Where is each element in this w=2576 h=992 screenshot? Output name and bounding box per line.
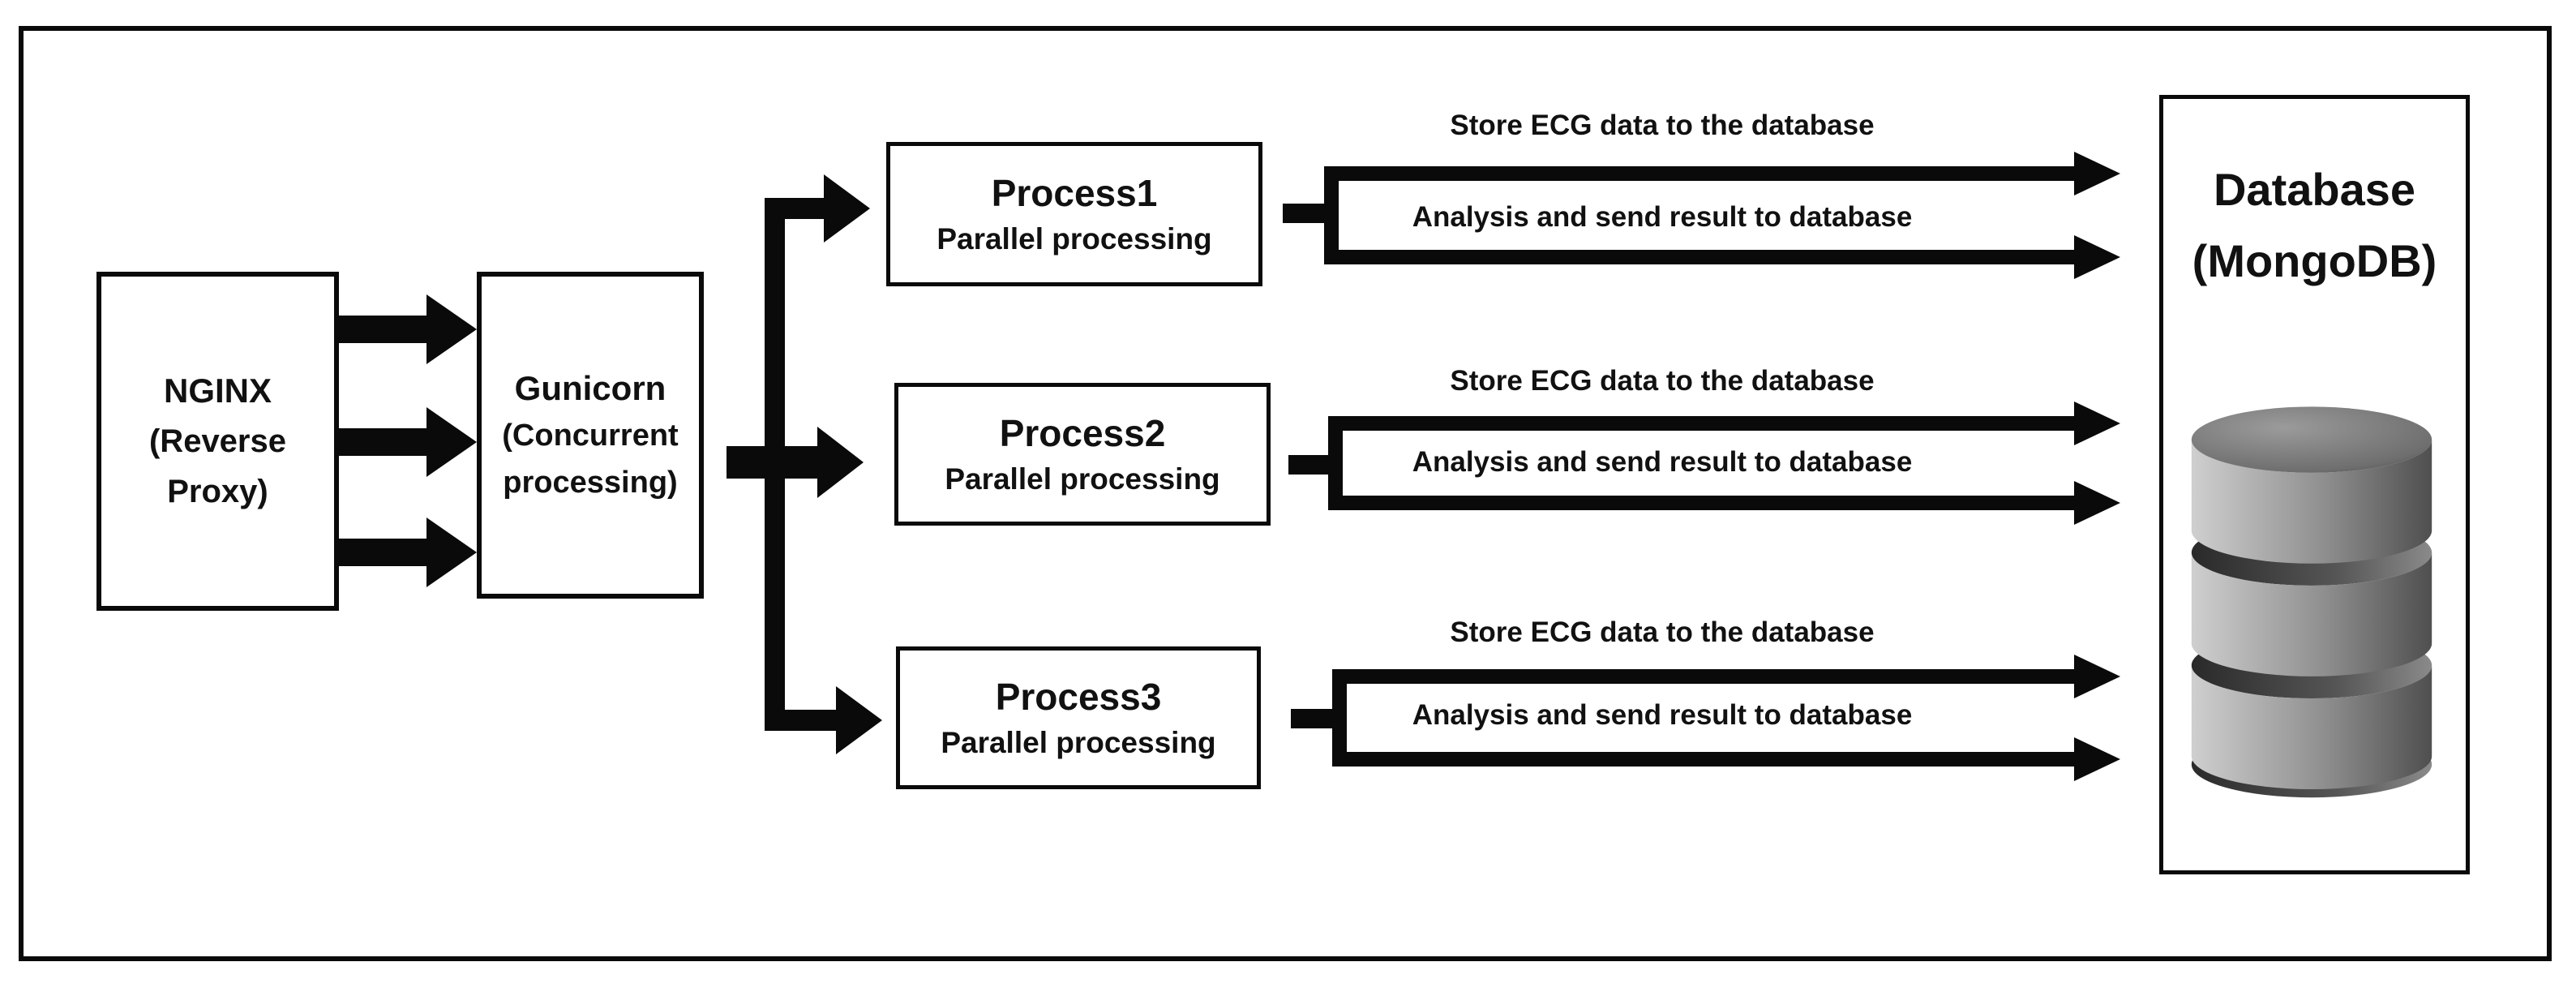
process3-store-arrow-head xyxy=(2074,655,2120,698)
branch-to-process1-shaft xyxy=(765,198,824,219)
database-title-block: Database (MongoDB) xyxy=(2159,154,2470,297)
process1-analysis-label: Analysis and send result to database xyxy=(1412,201,1913,233)
nginx-gunicorn-arrow-3-head xyxy=(426,517,477,587)
process1-title: Process1 xyxy=(991,172,1158,214)
gunicorn-node: Gunicorn (Concurrent processing) xyxy=(477,272,704,599)
process1-store-arrow-shaft xyxy=(1324,166,2074,181)
process2-store-arrow-shaft xyxy=(1328,416,2074,431)
process2-store-arrow-head xyxy=(2074,402,2120,445)
diagram-border xyxy=(19,26,2552,961)
nginx-gunicorn-arrow-1-shaft xyxy=(337,316,428,343)
branch-to-process3-head xyxy=(836,686,882,754)
branch-to-process3-shaft xyxy=(765,710,836,731)
process3-analysis-label: Analysis and send result to database xyxy=(1412,699,1913,731)
fanout-trunk-line xyxy=(765,198,785,731)
process3-bracket xyxy=(1332,669,1347,767)
process2-analysis-label: Analysis and send result to database xyxy=(1412,446,1913,478)
process1-store-label: Store ECG data to the database xyxy=(1450,110,1875,141)
process1-node: Process1 Parallel processing xyxy=(886,142,1262,286)
gunicorn-subtitle-line1: (Concurrent xyxy=(502,418,679,453)
process3-analysis-arrow-head xyxy=(2074,737,2120,781)
nginx-gunicorn-arrow-3-shaft xyxy=(337,539,428,566)
process3-analysis-arrow-shaft xyxy=(1332,752,2074,767)
process2-analysis-arrow-shaft xyxy=(1328,496,2074,510)
process2-store-label: Store ECG data to the database xyxy=(1450,365,1875,397)
nginx-gunicorn-arrow-2-head xyxy=(426,407,477,477)
process2-connector-stub xyxy=(1288,455,1328,475)
process1-analysis-arrow-head xyxy=(2074,235,2120,279)
process2-analysis-arrow-head xyxy=(2074,481,2120,525)
nginx-subtitle-line1: (Reverse xyxy=(148,423,286,459)
nginx-node: NGINX (Reverse Proxy) xyxy=(96,272,339,611)
process3-title: Process3 xyxy=(995,676,1162,718)
process3-subtitle: Parallel processing xyxy=(941,726,1216,759)
process3-store-arrow-shaft xyxy=(1332,669,2074,684)
process3-connector-stub xyxy=(1291,709,1332,728)
gunicorn-subtitle-line2: processing) xyxy=(503,465,678,500)
process2-subtitle: Parallel processing xyxy=(945,462,1220,496)
process1-connector-stub xyxy=(1283,204,1324,223)
process1-analysis-arrow-shaft xyxy=(1324,250,2074,264)
process3-node: Process3 Parallel processing xyxy=(896,646,1261,789)
database-title: Database xyxy=(2213,164,2416,215)
gunicorn-output-arrow-head xyxy=(817,427,864,498)
process1-subtitle: Parallel processing xyxy=(937,222,1212,256)
gunicorn-title: Gunicorn xyxy=(514,368,667,407)
nginx-subtitle-line2: Proxy) xyxy=(167,474,268,509)
process2-node: Process2 Parallel processing xyxy=(894,383,1271,526)
nginx-gunicorn-arrow-2-shaft xyxy=(337,428,428,456)
process2-title: Process2 xyxy=(999,412,1166,454)
nginx-title: NGINX xyxy=(163,371,272,410)
database-subtitle: (MongoDB) xyxy=(2192,235,2437,286)
nginx-gunicorn-arrow-1-head xyxy=(426,294,477,364)
branch-to-process1-head xyxy=(824,174,870,243)
process1-bracket xyxy=(1324,166,1339,264)
database-cylinder-icon xyxy=(2191,406,2432,798)
process1-store-arrow-head xyxy=(2074,152,2120,195)
process2-bracket xyxy=(1328,416,1343,510)
process3-store-label: Store ECG data to the database xyxy=(1450,616,1875,648)
